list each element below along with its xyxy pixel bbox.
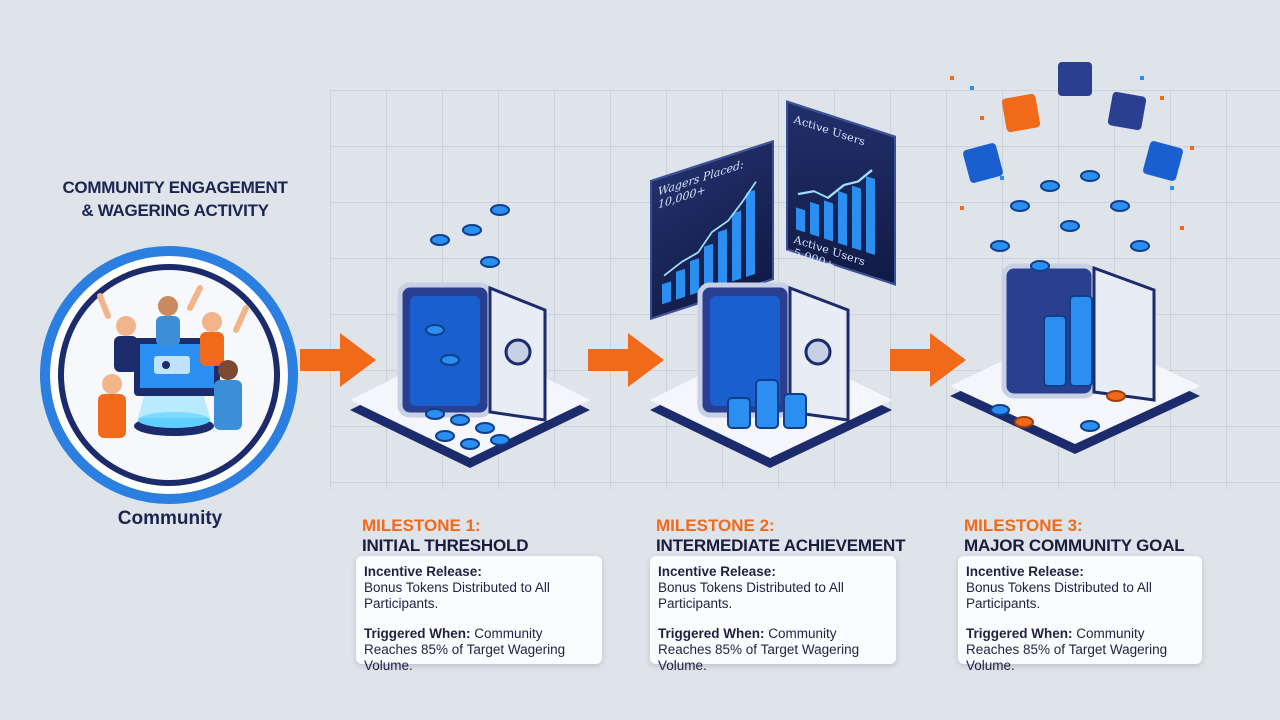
- wagers-chart-panel: Wagers Placed: 10,000+: [650, 139, 774, 321]
- milestone-name: INITIAL THRESHOLD: [362, 536, 529, 555]
- vault-icon: [950, 62, 1200, 454]
- community-title-line2: & WAGERING ACTIVITY: [81, 201, 269, 220]
- trigger-label: Triggered When:: [364, 626, 471, 641]
- arrow-right-icon: [300, 333, 376, 387]
- trigger-label: Triggered When:: [966, 626, 1073, 641]
- release-text: Bonus Tokens Distributed to All Particip…: [364, 580, 550, 611]
- release-label: Incentive Release:: [364, 564, 482, 579]
- people-group-icon: [97, 285, 249, 438]
- active-users-chart-panel: Active Users Active Users 5,000+: [786, 100, 896, 286]
- milestone-name: INTERMEDIATE ACHIEVEMENT: [656, 536, 906, 555]
- milestone-1-heading: MILESTONE 1: INITIAL THRESHOLD: [362, 516, 528, 556]
- milestone-number: MILESTONE 1:: [362, 516, 481, 535]
- milestone-1-card: Incentive Release: Bonus Tokens Distribu…: [356, 556, 602, 673]
- release-text: Bonus Tokens Distributed to All Particip…: [658, 580, 844, 611]
- vault-icon: [650, 282, 892, 468]
- release-label: Incentive Release:: [658, 564, 776, 579]
- bar-chart-icon: [662, 181, 757, 305]
- arrow-right-icon: [588, 333, 664, 387]
- trophy-icon: [963, 62, 1183, 183]
- release-label: Incentive Release:: [966, 564, 1084, 579]
- milestone-3-heading: MILESTONE 3: MAJOR COMMUNITY GOAL: [964, 516, 1185, 556]
- milestone-number: MILESTONE 2:: [656, 516, 775, 535]
- milestone-2-card: Incentive Release: Bonus Tokens Distribu…: [650, 556, 896, 673]
- bar-chart-icon: [796, 169, 875, 256]
- vault-icon: [350, 204, 590, 468]
- community-title: COMMUNITY ENGAGEMENT & WAGERING ACTIVITY: [40, 176, 310, 222]
- trigger-text: Community Reaches 85% of Target Wagering…: [658, 626, 860, 673]
- milestone-number: MILESTONE 3:: [964, 516, 1083, 535]
- community-illustration: [40, 246, 298, 504]
- community-title-line1: COMMUNITY ENGAGEMENT: [62, 178, 288, 197]
- trigger-label: Triggered When:: [658, 626, 765, 641]
- trigger-text: Community Reaches 85% of Target Wagering…: [364, 626, 566, 673]
- arrow-right-icon: [890, 333, 966, 387]
- community-label: Community: [117, 508, 223, 529]
- trigger-text: Community Reaches 85% of Target Wagering…: [966, 626, 1168, 673]
- milestone-2-heading: MILESTONE 2: INTERMEDIATE ACHIEVEMENT: [656, 516, 905, 556]
- milestone-name: MAJOR COMMUNITY GOAL: [964, 536, 1185, 555]
- milestone-3-card: Incentive Release: Bonus Tokens Distribu…: [958, 556, 1202, 673]
- release-text: Bonus Tokens Distributed to All Particip…: [966, 580, 1152, 611]
